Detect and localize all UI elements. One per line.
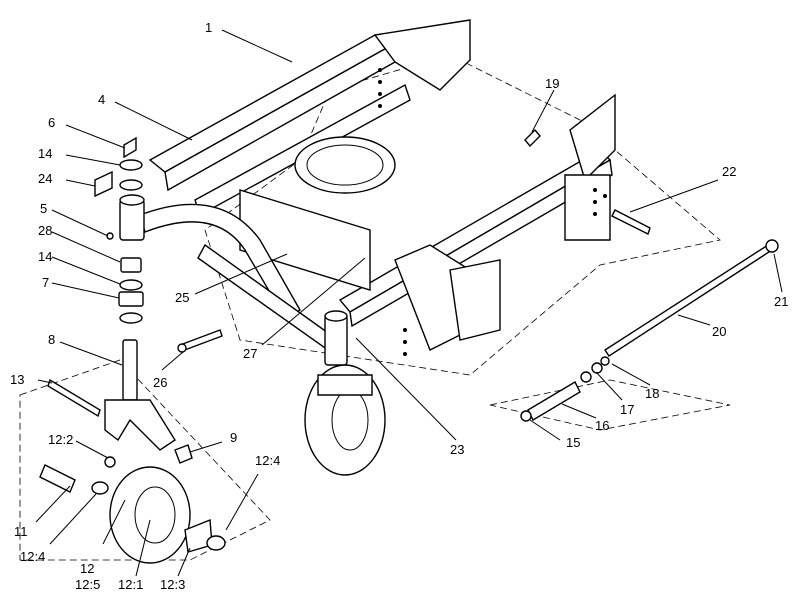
callout-21: 21 (774, 294, 788, 309)
leader-lines (35, 29, 783, 577)
callout-12-4-right: 12:4 (255, 453, 280, 468)
deck-spindle-ring (294, 136, 396, 194)
callout-4: 4 (98, 92, 105, 107)
callout-9: 9 (230, 430, 237, 445)
callout-17: 17 (620, 402, 634, 417)
callout-22: 22 (722, 164, 736, 179)
callout-27: 27 (243, 346, 257, 361)
callout-13: 13 (10, 372, 24, 387)
callout-5: 5 (40, 201, 47, 216)
caster-arm (139, 203, 347, 356)
callout-12-1: 12:1 (118, 577, 143, 592)
callout-6: 6 (48, 115, 55, 130)
callout-11: 11 (14, 524, 28, 539)
bolt-26 (177, 329, 223, 353)
main-frame (148, 19, 616, 351)
callout-23: 23 (450, 442, 464, 457)
caster-fork-assembly (39, 339, 226, 564)
callout-14: 14 (38, 146, 52, 161)
callout-24: 24 (38, 171, 52, 186)
callout-12-3: 12:3 (160, 577, 185, 592)
callout-28: 28 (38, 223, 52, 238)
callout-18: 18 (645, 386, 659, 401)
callout-16: 16 (595, 418, 609, 433)
callout-12-2: 12:2 (48, 432, 73, 447)
mounted-caster-wheel (304, 310, 386, 476)
callout-8: 8 (48, 332, 55, 347)
caster-stack (94, 136, 145, 324)
callout-25: 25 (175, 290, 189, 305)
frame-holes (378, 68, 607, 356)
callout-19: 19 (545, 76, 559, 91)
callout-12: 12 (80, 561, 94, 576)
callout-15: 15 (566, 435, 580, 450)
callout-labels: 1 4 6 14 24 5 28 14 7 8 13 12:2 11 12:4 … (10, 20, 788, 592)
callout-26: 26 (153, 375, 167, 390)
callout-12-4-left: 12:4 (20, 549, 45, 564)
callout-20: 20 (712, 324, 726, 339)
callout-1: 1 (205, 20, 212, 35)
callout-14-lower: 14 (38, 249, 52, 264)
callout-12-5: 12:5 (75, 577, 100, 592)
callout-7: 7 (42, 275, 49, 290)
tension-rod-assembly (520, 128, 779, 422)
